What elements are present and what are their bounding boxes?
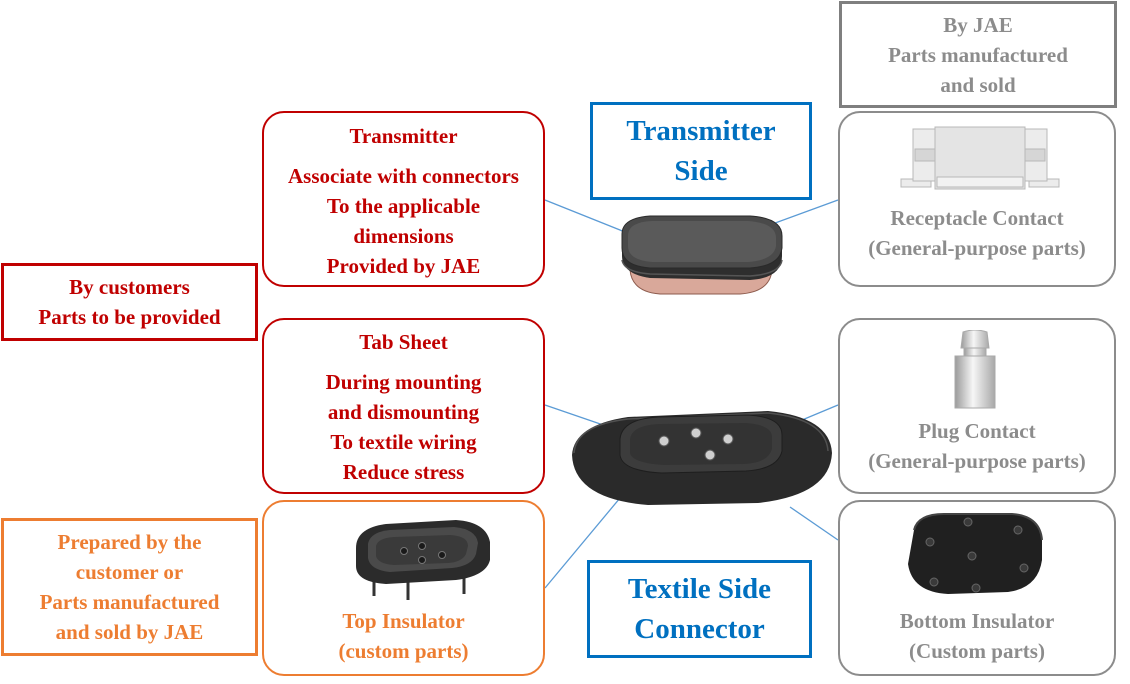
legend-prepared-box: Prepared by the customer or Parts manufa… xyxy=(1,518,258,656)
transmitter-side-line1: Transmitter xyxy=(626,115,776,147)
legend-prepared-line4: and sold by JAE xyxy=(55,620,204,644)
textile-side-line2: Connector xyxy=(634,613,765,645)
legend-jae-box: By JAE Parts manufactured and sold xyxy=(839,1,1117,108)
legend-customers-line1: By customers xyxy=(69,275,190,299)
transmitter-desc-4: Provided by JAE xyxy=(326,254,481,278)
tab-sheet-image xyxy=(572,411,832,505)
legend-jae-line3: and sold xyxy=(940,72,1016,97)
transmitter-callout: Transmitter Associate with connectors To… xyxy=(262,111,545,287)
transmitter-side-line2: Side xyxy=(674,155,728,187)
transmitter-side-label: Transmitter Side xyxy=(590,102,812,200)
legend-prepared-line3: Parts manufactured xyxy=(39,590,220,614)
legend-customers-box: By customers Parts to be provided xyxy=(1,263,258,341)
textile-side-label: Textile Side Connector xyxy=(587,560,812,658)
top-insulator-image xyxy=(356,520,490,600)
transmitter-desc-3: dimensions xyxy=(353,224,454,248)
plug-contact-line1: Plug Contact xyxy=(918,419,1036,443)
plug-contact-image xyxy=(954,330,996,409)
legend-prepared-line1: Prepared by the xyxy=(57,530,202,554)
top-insulator-line1: Top Insulator xyxy=(342,609,465,633)
bottom-insulator-callout: Bottom Insulator (Custom parts) xyxy=(838,500,1116,676)
legend-jae-line1: By JAE xyxy=(943,12,1013,37)
leader-bottom-insulator xyxy=(789,506,839,541)
transmitter-desc-2: To the applicable xyxy=(326,194,481,218)
receptacle-contact-image xyxy=(900,126,1060,190)
legend-jae-line2: Parts manufactured xyxy=(888,42,1068,67)
transmitter-title: Transmitter xyxy=(349,124,458,148)
receptacle-contact-line2: (General-purpose parts) xyxy=(868,236,1086,260)
legend-customers-line2: Parts to be provided xyxy=(38,305,221,329)
legend-prepared-line2: customer or xyxy=(75,560,184,584)
transmitter-image xyxy=(621,215,783,295)
tab-sheet-desc-2: and dismounting xyxy=(327,400,480,424)
bottom-insulator-line2: (Custom parts) xyxy=(909,639,1045,663)
bottom-insulator-line1: Bottom Insulator xyxy=(899,609,1055,633)
textile-side-line1: Textile Side xyxy=(627,573,772,605)
tab-sheet-title: Tab Sheet xyxy=(359,330,448,354)
transmitter-desc-1: Associate with connectors xyxy=(288,164,519,188)
receptacle-contact-line1: Receptacle Contact xyxy=(890,206,1064,230)
tab-sheet-desc-4: Reduce stress xyxy=(342,460,465,484)
plug-contact-line2: (General-purpose parts) xyxy=(868,449,1086,473)
top-insulator-line2: (custom parts) xyxy=(338,639,469,663)
bottom-insulator-image xyxy=(908,513,1043,594)
top-insulator-callout: Top Insulator (custom parts) xyxy=(262,500,545,676)
tab-sheet-callout: Tab Sheet During mounting and dismountin… xyxy=(262,318,545,494)
receptacle-contact-callout: Receptacle Contact (General-purpose part… xyxy=(838,111,1116,287)
tab-sheet-desc-3: To textile wiring xyxy=(330,430,477,454)
plug-contact-callout: Plug Contact (General-purpose parts) xyxy=(838,318,1116,494)
tab-sheet-desc-1: During mounting xyxy=(325,370,482,394)
